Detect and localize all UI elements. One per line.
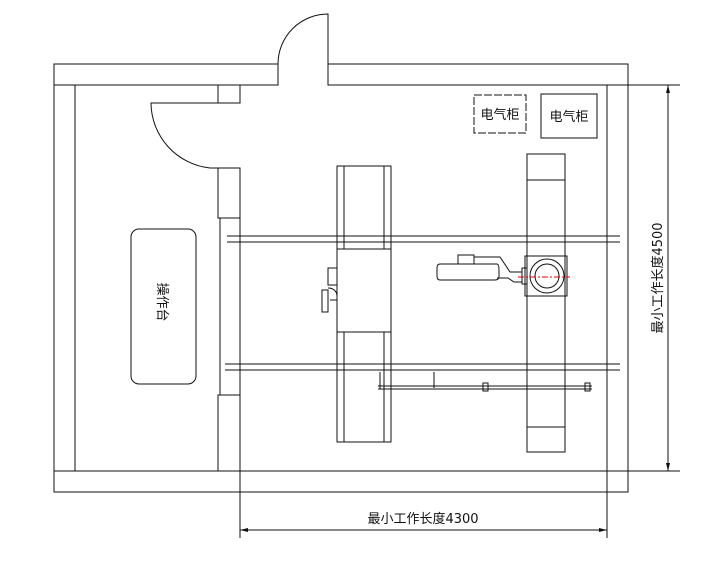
electric-cabinet-2: 电气柜 (540, 93, 598, 139)
height-dimension-label: 最小工作长度4500 (650, 222, 666, 333)
height-dimension: 最小工作长度4500 (628, 84, 680, 472)
left-conveyor (336, 165, 392, 443)
electric-cabinet-1: 电气柜 (473, 94, 527, 134)
rails (225, 235, 620, 371)
robot-arm (436, 254, 522, 283)
width-dimension: 最小工作长度4300 (239, 471, 608, 538)
robot-track (526, 153, 566, 453)
width-dimension-label: 最小工作长度4300 (367, 511, 478, 527)
operation-console: 操作台 (130, 228, 197, 385)
main-door (277, 13, 329, 85)
robot (518, 255, 570, 297)
inner-door (150, 102, 218, 169)
walls (53, 63, 629, 493)
positioner-device (321, 267, 338, 313)
cabinet-label: 电气柜 (480, 107, 519, 123)
cabinet-label: 电气柜 (549, 109, 588, 125)
console-label: 操作台 (154, 282, 170, 321)
bottom-fixture (378, 372, 592, 392)
